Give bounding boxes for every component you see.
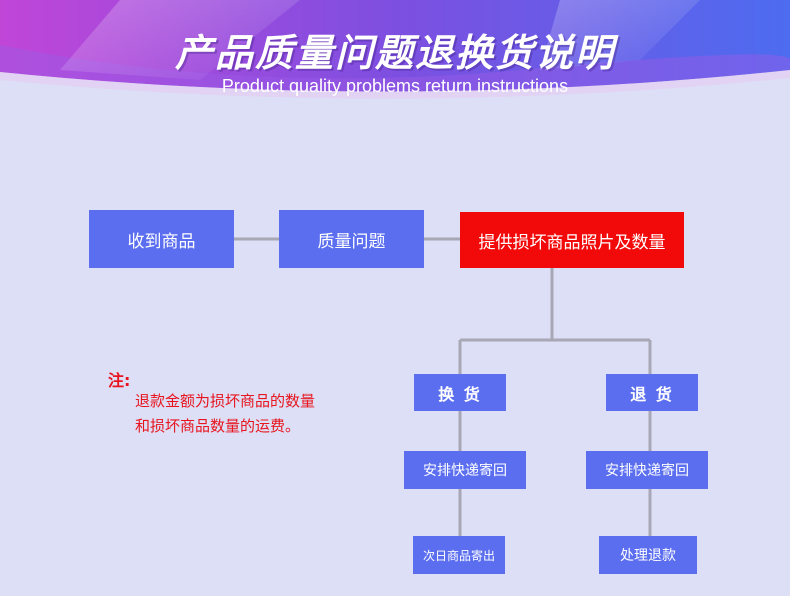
page-title: 产品质量问题退换货说明 xyxy=(174,31,615,75)
bottom-strip xyxy=(0,596,790,605)
step-provide-photos: 提供损坏商品照片及数量 xyxy=(460,212,684,268)
step-quality-issue: 质量问题 xyxy=(279,210,424,268)
step-exchange-courier: 安排快递寄回 xyxy=(404,451,526,489)
note-label: 注: xyxy=(108,371,131,390)
step-receive-goods: 收到商品 xyxy=(89,210,234,268)
step-next-day-ship: 次日商品寄出 xyxy=(413,536,505,574)
page-subtitle: Product quality problems return instruct… xyxy=(221,76,569,96)
step-exchange: 换 货 xyxy=(414,374,506,411)
step-process-refund: 处理退款 xyxy=(599,536,697,574)
step-return: 退 货 xyxy=(606,374,698,411)
step-return-courier: 安排快递寄回 xyxy=(586,451,708,489)
header-banner xyxy=(0,0,790,99)
note-line-1: 退款金额为损坏商品的数量 xyxy=(135,392,316,410)
note-line-2: 和损坏商品数量的运费。 xyxy=(135,417,301,435)
